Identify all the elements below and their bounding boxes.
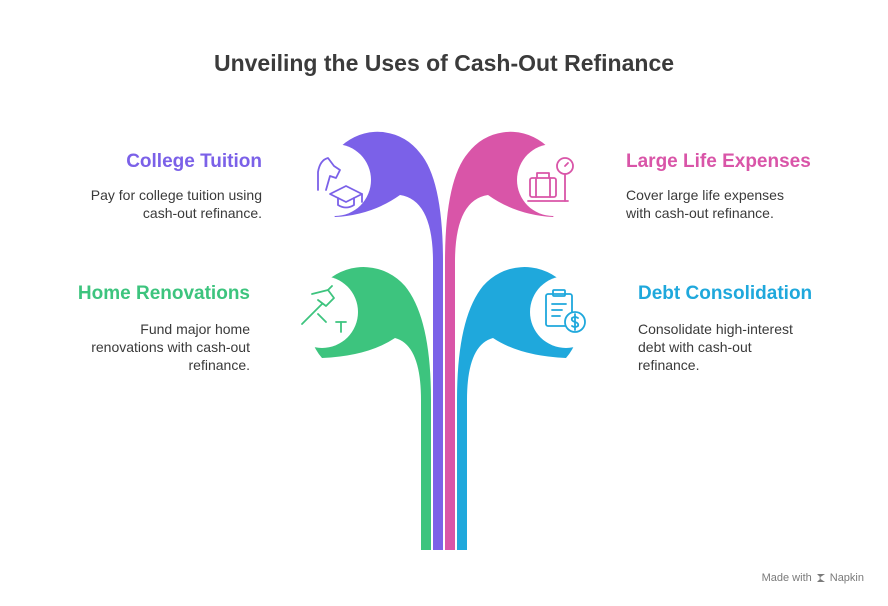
college-tuition-description: Pay for college tuition using cash-out r… xyxy=(90,187,262,221)
large-life-expenses-title: Large Life Expenses xyxy=(626,151,811,172)
icon-circle-college-tuition xyxy=(299,144,371,216)
clipboard-dollar-icon xyxy=(545,289,586,333)
luggage-clock-icon xyxy=(527,157,574,202)
napkin-brand: Napkin xyxy=(829,572,864,584)
page-title: Unveiling the Uses of Cash-Out Refinance xyxy=(213,50,675,76)
home-renovations-description: Fund major home renovations with cash-ou… xyxy=(91,321,250,373)
graduation-icon xyxy=(317,157,363,209)
made-with-napkin: Made with Napkin xyxy=(762,572,864,584)
debt-consolidation-title: Debt Consolidation xyxy=(638,283,813,304)
hammer-icon xyxy=(301,285,347,333)
icon-circle-home-renovations xyxy=(286,276,358,348)
college-tuition-title: College Tuition xyxy=(126,151,262,172)
large-life-expenses-description: Cover large life expenses with cash-out … xyxy=(626,187,784,221)
icon-circle-debt-consolidation xyxy=(530,276,602,348)
napkin-logo-icon xyxy=(816,574,825,582)
icon-circle-large-life-expenses xyxy=(517,144,589,216)
home-renovations-title: Home Renovations xyxy=(77,283,250,304)
debt-consolidation-description: Consolidate high-interest debt with cash… xyxy=(638,321,793,373)
made-with-label: Made with xyxy=(761,572,812,584)
